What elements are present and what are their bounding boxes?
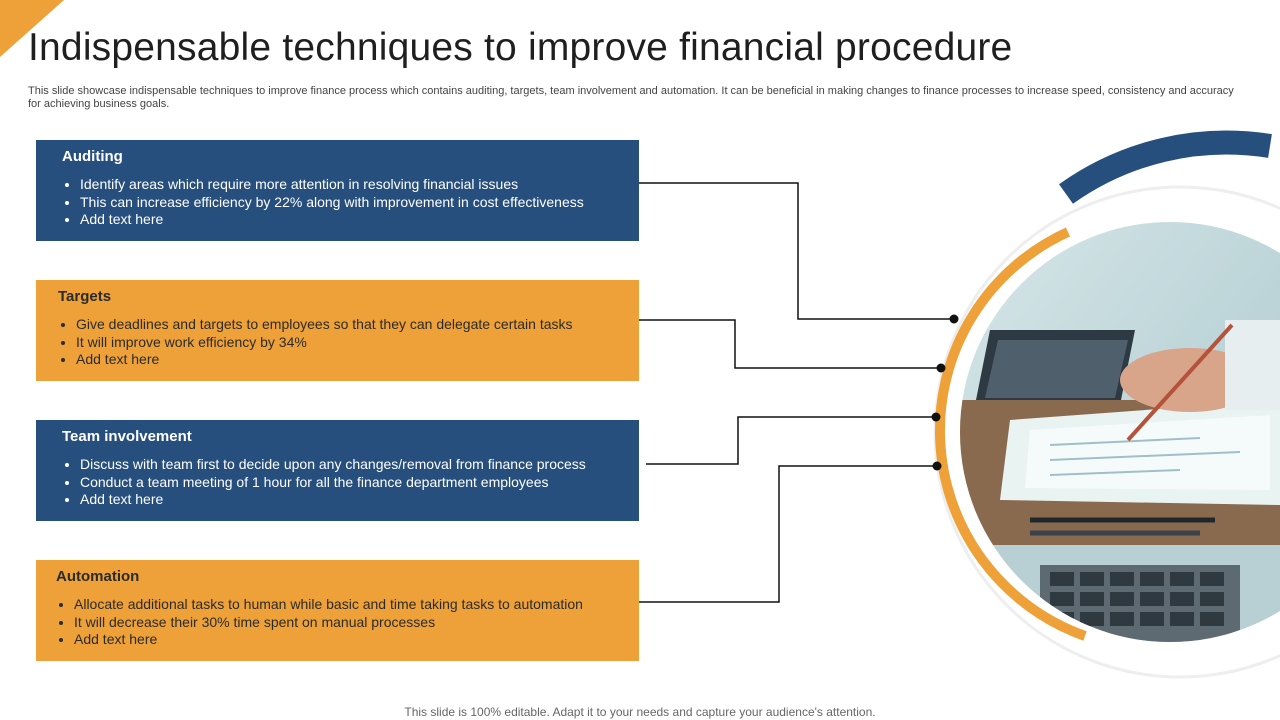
technique-heading: Automation bbox=[56, 568, 140, 585]
connector-dot bbox=[931, 412, 941, 422]
corner-accent-triangle bbox=[0, 0, 64, 57]
technique-point: Give deadlines and targets to employees … bbox=[76, 316, 619, 334]
connector-targets bbox=[639, 319, 941, 369]
technique-card-team-involvement: Team involvement Discuss with team first… bbox=[36, 420, 639, 521]
technique-point: Conduct a team meeting of 1 hour for all… bbox=[80, 474, 619, 492]
connector-automation bbox=[639, 465, 937, 603]
technique-point: Allocate additional tasks to human while… bbox=[74, 596, 619, 614]
technique-card-automation: Automation Allocate additional tasks to … bbox=[36, 560, 639, 661]
connector-team-involvement bbox=[646, 416, 936, 465]
technique-point: Add text here bbox=[80, 211, 619, 229]
technique-point: Identify areas which require more attent… bbox=[80, 176, 619, 194]
connector-dot bbox=[932, 461, 942, 471]
page-title: Indispensable techniques to improve fina… bbox=[28, 26, 1013, 69]
technique-heading: Targets bbox=[58, 288, 112, 305]
technique-point: This can increase efficiency by 22% alon… bbox=[80, 194, 619, 212]
technique-card-auditing: Auditing Identify areas which require mo… bbox=[36, 140, 639, 241]
technique-point: It will improve work efficiency by 34% bbox=[76, 334, 619, 352]
technique-card-targets: Targets Give deadlines and targets to em… bbox=[36, 280, 639, 381]
technique-points: Give deadlines and targets to employees … bbox=[58, 316, 619, 369]
blue-arc bbox=[1059, 130, 1272, 204]
orange-arc bbox=[934, 227, 1087, 641]
page-subtitle: This slide showcase indispensable techni… bbox=[28, 85, 1234, 110]
technique-points: Allocate additional tasks to human while… bbox=[56, 596, 619, 649]
technique-point: Add text here bbox=[80, 491, 619, 509]
technique-point: Add text here bbox=[74, 631, 619, 649]
connector-dot bbox=[949, 314, 959, 324]
technique-point: It will decrease their 30% time spent on… bbox=[74, 614, 619, 632]
technique-point: Add text here bbox=[76, 351, 619, 369]
technique-points: Discuss with team first to decide upon a… bbox=[62, 456, 619, 509]
technique-points: Identify areas which require more attent… bbox=[62, 176, 619, 229]
connector-dot bbox=[936, 363, 946, 373]
connector-auditing bbox=[639, 182, 954, 320]
technique-heading: Auditing bbox=[62, 148, 123, 165]
technique-point: Discuss with team first to decide upon a… bbox=[80, 456, 619, 474]
technique-heading: Team involvement bbox=[62, 428, 192, 445]
footer-note: This slide is 100% editable. Adapt it to… bbox=[404, 705, 876, 719]
